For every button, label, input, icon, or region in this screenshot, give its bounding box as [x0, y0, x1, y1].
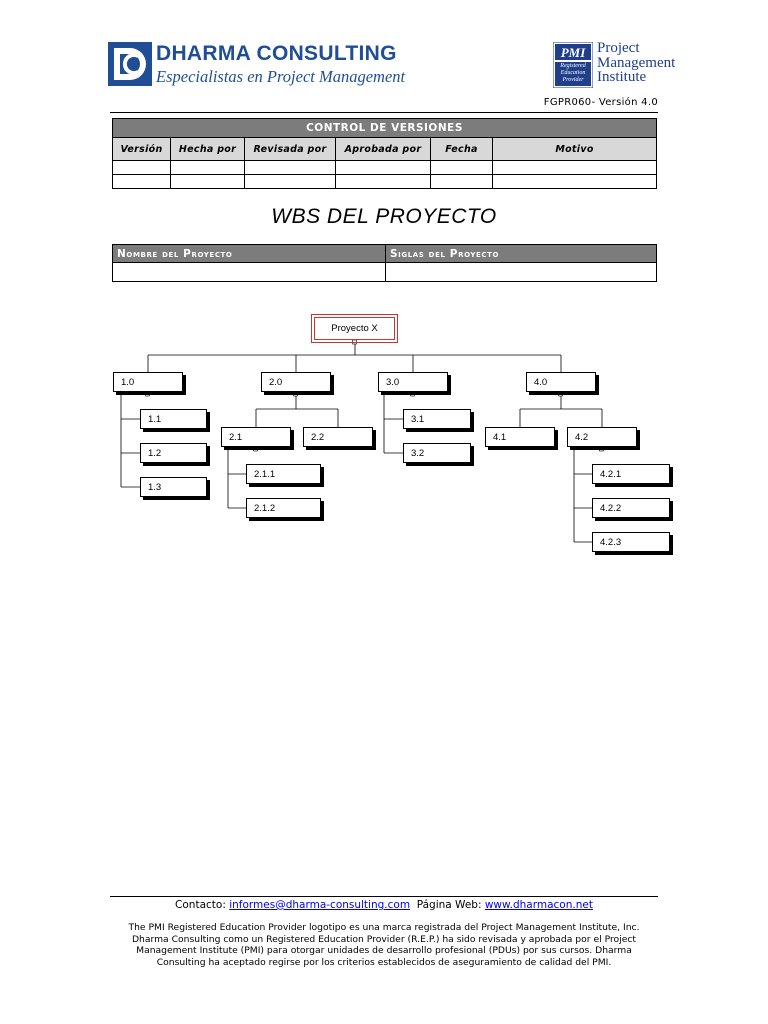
- web-label: Página Web:: [416, 899, 482, 911]
- wbs-node-2-2[interactable]: 2.2: [303, 427, 373, 447]
- column-header-fecha: Fecha: [430, 137, 493, 161]
- table-row: [112, 174, 657, 189]
- pmi-name-line-1: Project: [597, 40, 640, 56]
- version-code: FGPR060- Versión 4.0: [543, 97, 658, 108]
- wbs-node-4-2[interactable]: 4.2: [567, 427, 637, 447]
- wbs-node-2-1[interactable]: 2.1: [221, 427, 291, 447]
- company-tagline: Especialistas en Project Management: [156, 67, 406, 86]
- website-link[interactable]: www.dharmacon.net: [484, 899, 593, 911]
- column-header-nombre-proyecto: Nombre del Proyecto: [112, 244, 386, 263]
- wbs-node-3-0[interactable]: 3.0: [378, 372, 448, 392]
- wbs-node-2-1-2[interactable]: 2.1.2: [246, 498, 321, 518]
- pmi-name-line-3: Institute: [597, 69, 647, 85]
- wbs-node-1-1[interactable]: 1.1: [140, 409, 207, 429]
- wbs-node-2-1-1[interactable]: 2.1.1: [246, 464, 321, 484]
- dharma-consulting-logo-icon: [108, 42, 152, 86]
- project-acronym-field[interactable]: [385, 262, 657, 282]
- contact-line: Contacto: informes@dharma-consulting.com…: [0, 899, 768, 911]
- wbs-node-2-0[interactable]: 2.0: [261, 372, 331, 392]
- version-control-table: CONTROL DE VERSIONES Versión Hecha por R…: [112, 118, 657, 189]
- company-name: DHARMA CONSULTING: [156, 42, 397, 65]
- pmi-name-line-2: Management: [597, 54, 676, 71]
- wbs-node-4-1[interactable]: 4.1: [485, 427, 555, 447]
- header-divider: [110, 112, 658, 113]
- wbs-root-node[interactable]: Proyecto X: [311, 314, 398, 343]
- pmi-badge-letters: PMI: [561, 45, 587, 60]
- wbs-node-4-2-3[interactable]: 4.2.3: [592, 532, 670, 552]
- column-header-motivo: Motivo: [492, 137, 657, 161]
- table-row: [112, 160, 657, 175]
- pmi-rep-logo-icon: PMI Registered Education Provider: [553, 42, 593, 88]
- wbs-node-1-0[interactable]: 1.0: [113, 372, 183, 392]
- wbs-node-4-2-2[interactable]: 4.2.2: [592, 498, 670, 518]
- column-header-hecha-por: Hecha por: [170, 137, 245, 161]
- wbs-node-1-2[interactable]: 1.2: [140, 443, 207, 463]
- wbs-node-4-2-1[interactable]: 4.2.1: [592, 464, 670, 484]
- contact-email-link[interactable]: informes@dharma-consulting.com: [229, 899, 411, 911]
- table-cell[interactable]: [492, 174, 657, 189]
- column-header-revisada-por: Revisada por: [244, 137, 336, 161]
- wbs-node-3-1[interactable]: 3.1: [403, 409, 471, 429]
- pmi-badge-text: Registered Education Provider: [560, 63, 586, 83]
- footer-divider: [110, 896, 658, 897]
- version-control-title: CONTROL DE VERSIONES: [112, 118, 657, 138]
- wbs-node-3-2[interactable]: 3.2: [403, 443, 471, 463]
- document-title: WBS DEL PROYECTO: [271, 205, 497, 228]
- project-info-table: Nombre del Proyecto Siglas del Proyecto: [112, 244, 657, 282]
- contact-label: Contacto:: [175, 899, 226, 911]
- column-header-version: Versión: [112, 137, 171, 161]
- pmi-disclaimer: The PMI Registered Education Provider lo…: [128, 922, 640, 968]
- pmi-name: Project Management Institute: [597, 41, 675, 85]
- wbs-node-4-0[interactable]: 4.0: [526, 372, 596, 392]
- wbs-node-1-3[interactable]: 1.3: [140, 477, 207, 497]
